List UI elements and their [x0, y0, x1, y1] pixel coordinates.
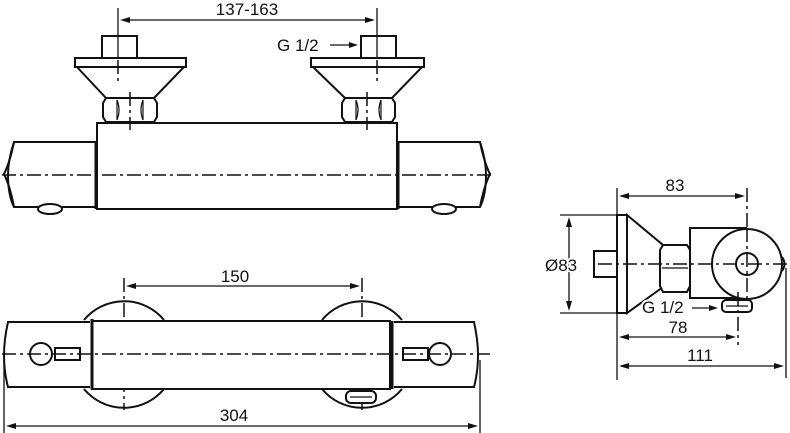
dim-overall-depth: 111: [619, 268, 787, 378]
left-inlet-fitting: [74, 35, 187, 123]
dim-overall-length: 304: [3, 360, 481, 433]
front-view: 137-163 G 1/2: [2, 0, 492, 215]
dim-inlet-spacing: 137-163: [117, 0, 378, 82]
label-overall-depth: 111: [687, 346, 713, 365]
dim-outlet-thread: G 1/2: [640, 296, 718, 319]
label-overall-length: 304: [220, 406, 248, 425]
label-wall-to-axis: 83: [666, 176, 685, 195]
label-inlet-centre-distance: 150: [221, 267, 249, 286]
dim-cover-diameter: Ø83: [543, 214, 616, 314]
side-view: Ø83 83 G 1/2: [543, 176, 790, 380]
label-inlet-spacing: 137-163: [216, 0, 278, 19]
label-cover-diameter: Ø83: [545, 256, 577, 275]
dim-wall-to-outlet: 78: [619, 292, 739, 345]
label-inlet-thread: G 1/2: [277, 36, 319, 55]
label-outlet-thread: G 1/2: [642, 298, 684, 317]
right-inlet-fitting: [310, 35, 425, 123]
dim-inlet-thread: G 1/2: [277, 36, 358, 55]
label-wall-to-outlet: 78: [669, 318, 688, 337]
top-view: 150: [2, 267, 490, 433]
front-body: [2, 122, 492, 215]
